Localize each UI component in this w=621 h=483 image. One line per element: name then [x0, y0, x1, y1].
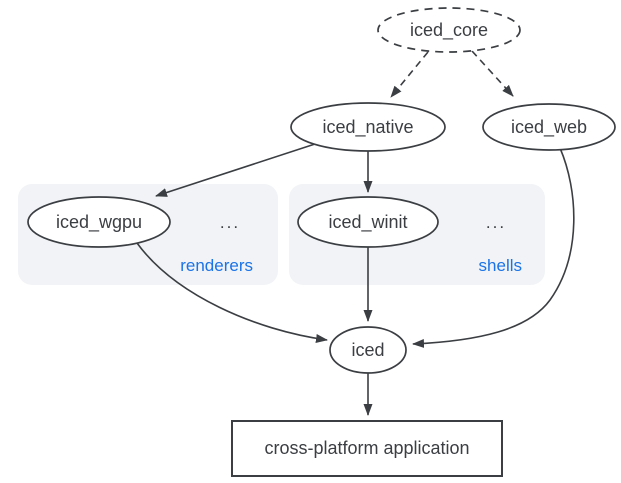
node-iced-web: [482, 103, 616, 151]
edge-iced-web-to-iced: [412, 147, 575, 348]
node-iced-core-label: iced_core: [410, 20, 488, 41]
group-shells-label: shells: [479, 256, 522, 275]
node-iced-winit-label: iced_winit: [328, 212, 407, 233]
group-renderers-label: renderers: [180, 256, 253, 275]
node-iced-native: [290, 102, 446, 152]
node-cross-platform-application: [231, 420, 503, 477]
edge-iced-native-to-iced-wgpu: [155, 143, 316, 197]
node-iced-label: iced: [351, 340, 384, 360]
group-shells-ellipsis: ...: [486, 213, 506, 232]
node-iced: [329, 326, 407, 374]
node-iced-wgpu-label: iced_wgpu: [56, 212, 142, 233]
node-cross-platform-application-label: cross-platform application: [264, 438, 469, 458]
group-renderers-ellipsis: ...: [220, 213, 240, 232]
node-iced-wgpu: [27, 196, 171, 248]
edge-iced-core-to-iced-native: [390, 51, 429, 98]
edge-iced-wgpu-to-iced: [136, 242, 328, 343]
edge-iced-core-to-iced-web: [471, 50, 514, 97]
node-iced-core: [377, 7, 521, 53]
node-iced-native-label: iced_native: [322, 117, 413, 138]
node-iced-winit: [297, 196, 439, 248]
node-iced-web-label: iced_web: [511, 117, 587, 138]
